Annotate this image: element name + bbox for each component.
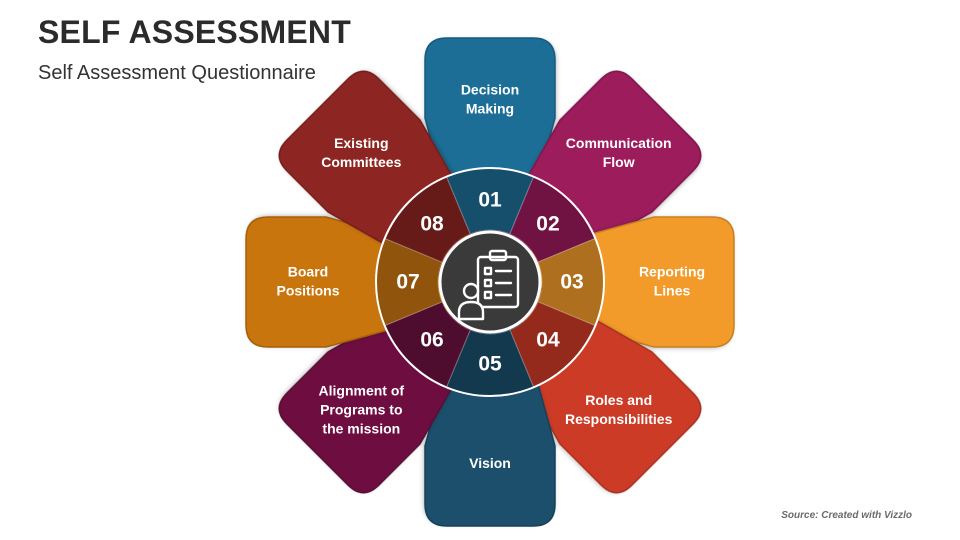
petal-number-04: 04 [536, 329, 560, 352]
petal-number-07: 07 [396, 271, 419, 294]
source-note: Source: Created with Vizzlo [781, 510, 912, 521]
petal-label-line: Positions [276, 282, 339, 298]
petal-label-line: Decision [461, 81, 519, 97]
petal-label: Alignment of Programs to the mission [319, 382, 405, 436]
petal-label-line: Committees [321, 154, 401, 170]
center-hub [438, 230, 542, 334]
petal-label-line: Alignment of [319, 382, 405, 398]
petal-label: Vision [469, 455, 511, 471]
petal-label-line: Making [466, 100, 514, 116]
petal-label-line: Flow [603, 154, 635, 170]
petal-label-line: Communication [566, 135, 672, 151]
petal-label-line: Responsibilities [565, 411, 673, 427]
petal-number-06: 06 [420, 329, 443, 352]
petal-number-08: 08 [420, 213, 444, 236]
number-ring: 01 02 03 04 05 06 07 08 [375, 167, 605, 397]
ring-outline [375, 167, 605, 397]
clipboard-checklist-person-icon [457, 249, 520, 321]
petal-label-line: Vision [469, 455, 511, 471]
petal-label-line: Roles and [585, 392, 652, 408]
petal-label-line: the mission [322, 420, 400, 436]
petal-number-05: 05 [478, 353, 502, 376]
petal-label-line: Board [288, 263, 328, 279]
petal-label-line: Programs to [320, 401, 402, 417]
petal-number-02: 02 [536, 213, 559, 236]
petal-label-line: Reporting [639, 263, 705, 279]
petal-number-03: 03 [560, 271, 583, 294]
petal-label-line: Existing [334, 135, 388, 151]
petal-number-01: 01 [478, 189, 502, 212]
petal-label-line: Lines [654, 282, 691, 298]
page-title: SELF ASSESSMENT [38, 14, 351, 50]
page-subtitle: Self Assessment Questionnaire [38, 62, 316, 84]
